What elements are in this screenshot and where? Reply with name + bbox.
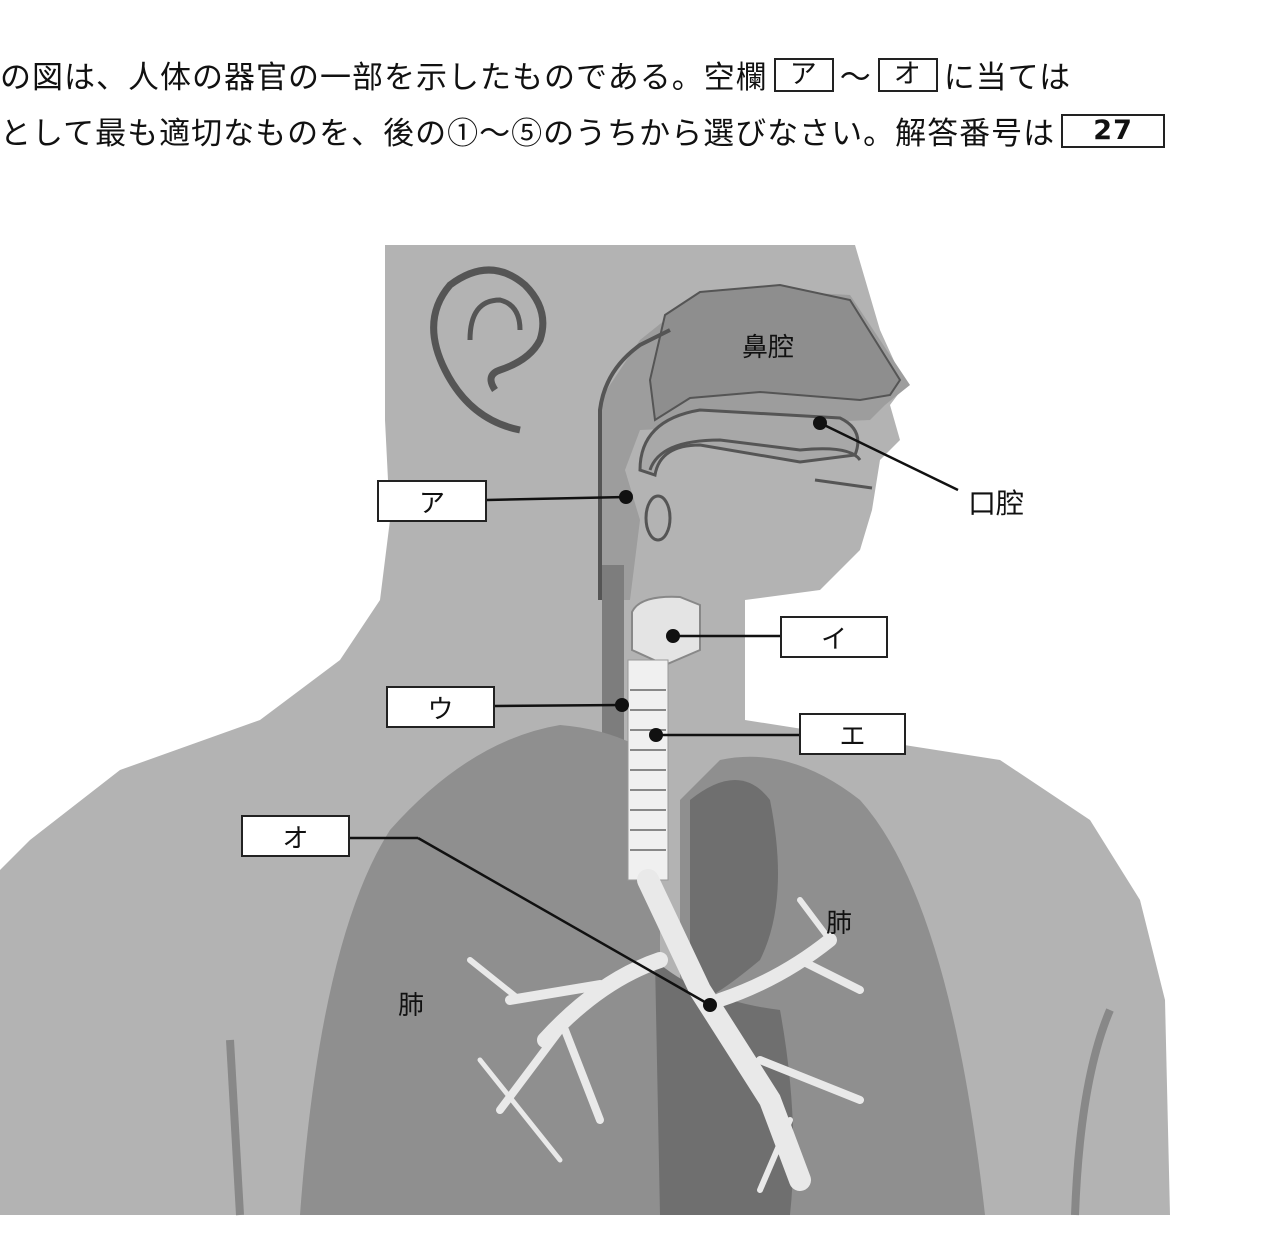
uvula bbox=[646, 496, 670, 540]
organ-lung-left: 肺 bbox=[398, 985, 424, 1022]
label-u: ウ bbox=[386, 686, 495, 728]
organ-lung-right: 肺 bbox=[826, 903, 852, 940]
organ-oral-cavity: 口腔 bbox=[968, 482, 1024, 522]
label-a: ア bbox=[377, 480, 487, 522]
organ-nasal-cavity: 鼻腔 bbox=[742, 327, 794, 364]
label-e: エ bbox=[799, 713, 906, 755]
label-o: オ bbox=[241, 815, 350, 857]
larynx bbox=[632, 597, 700, 665]
label-i: イ bbox=[780, 616, 888, 658]
